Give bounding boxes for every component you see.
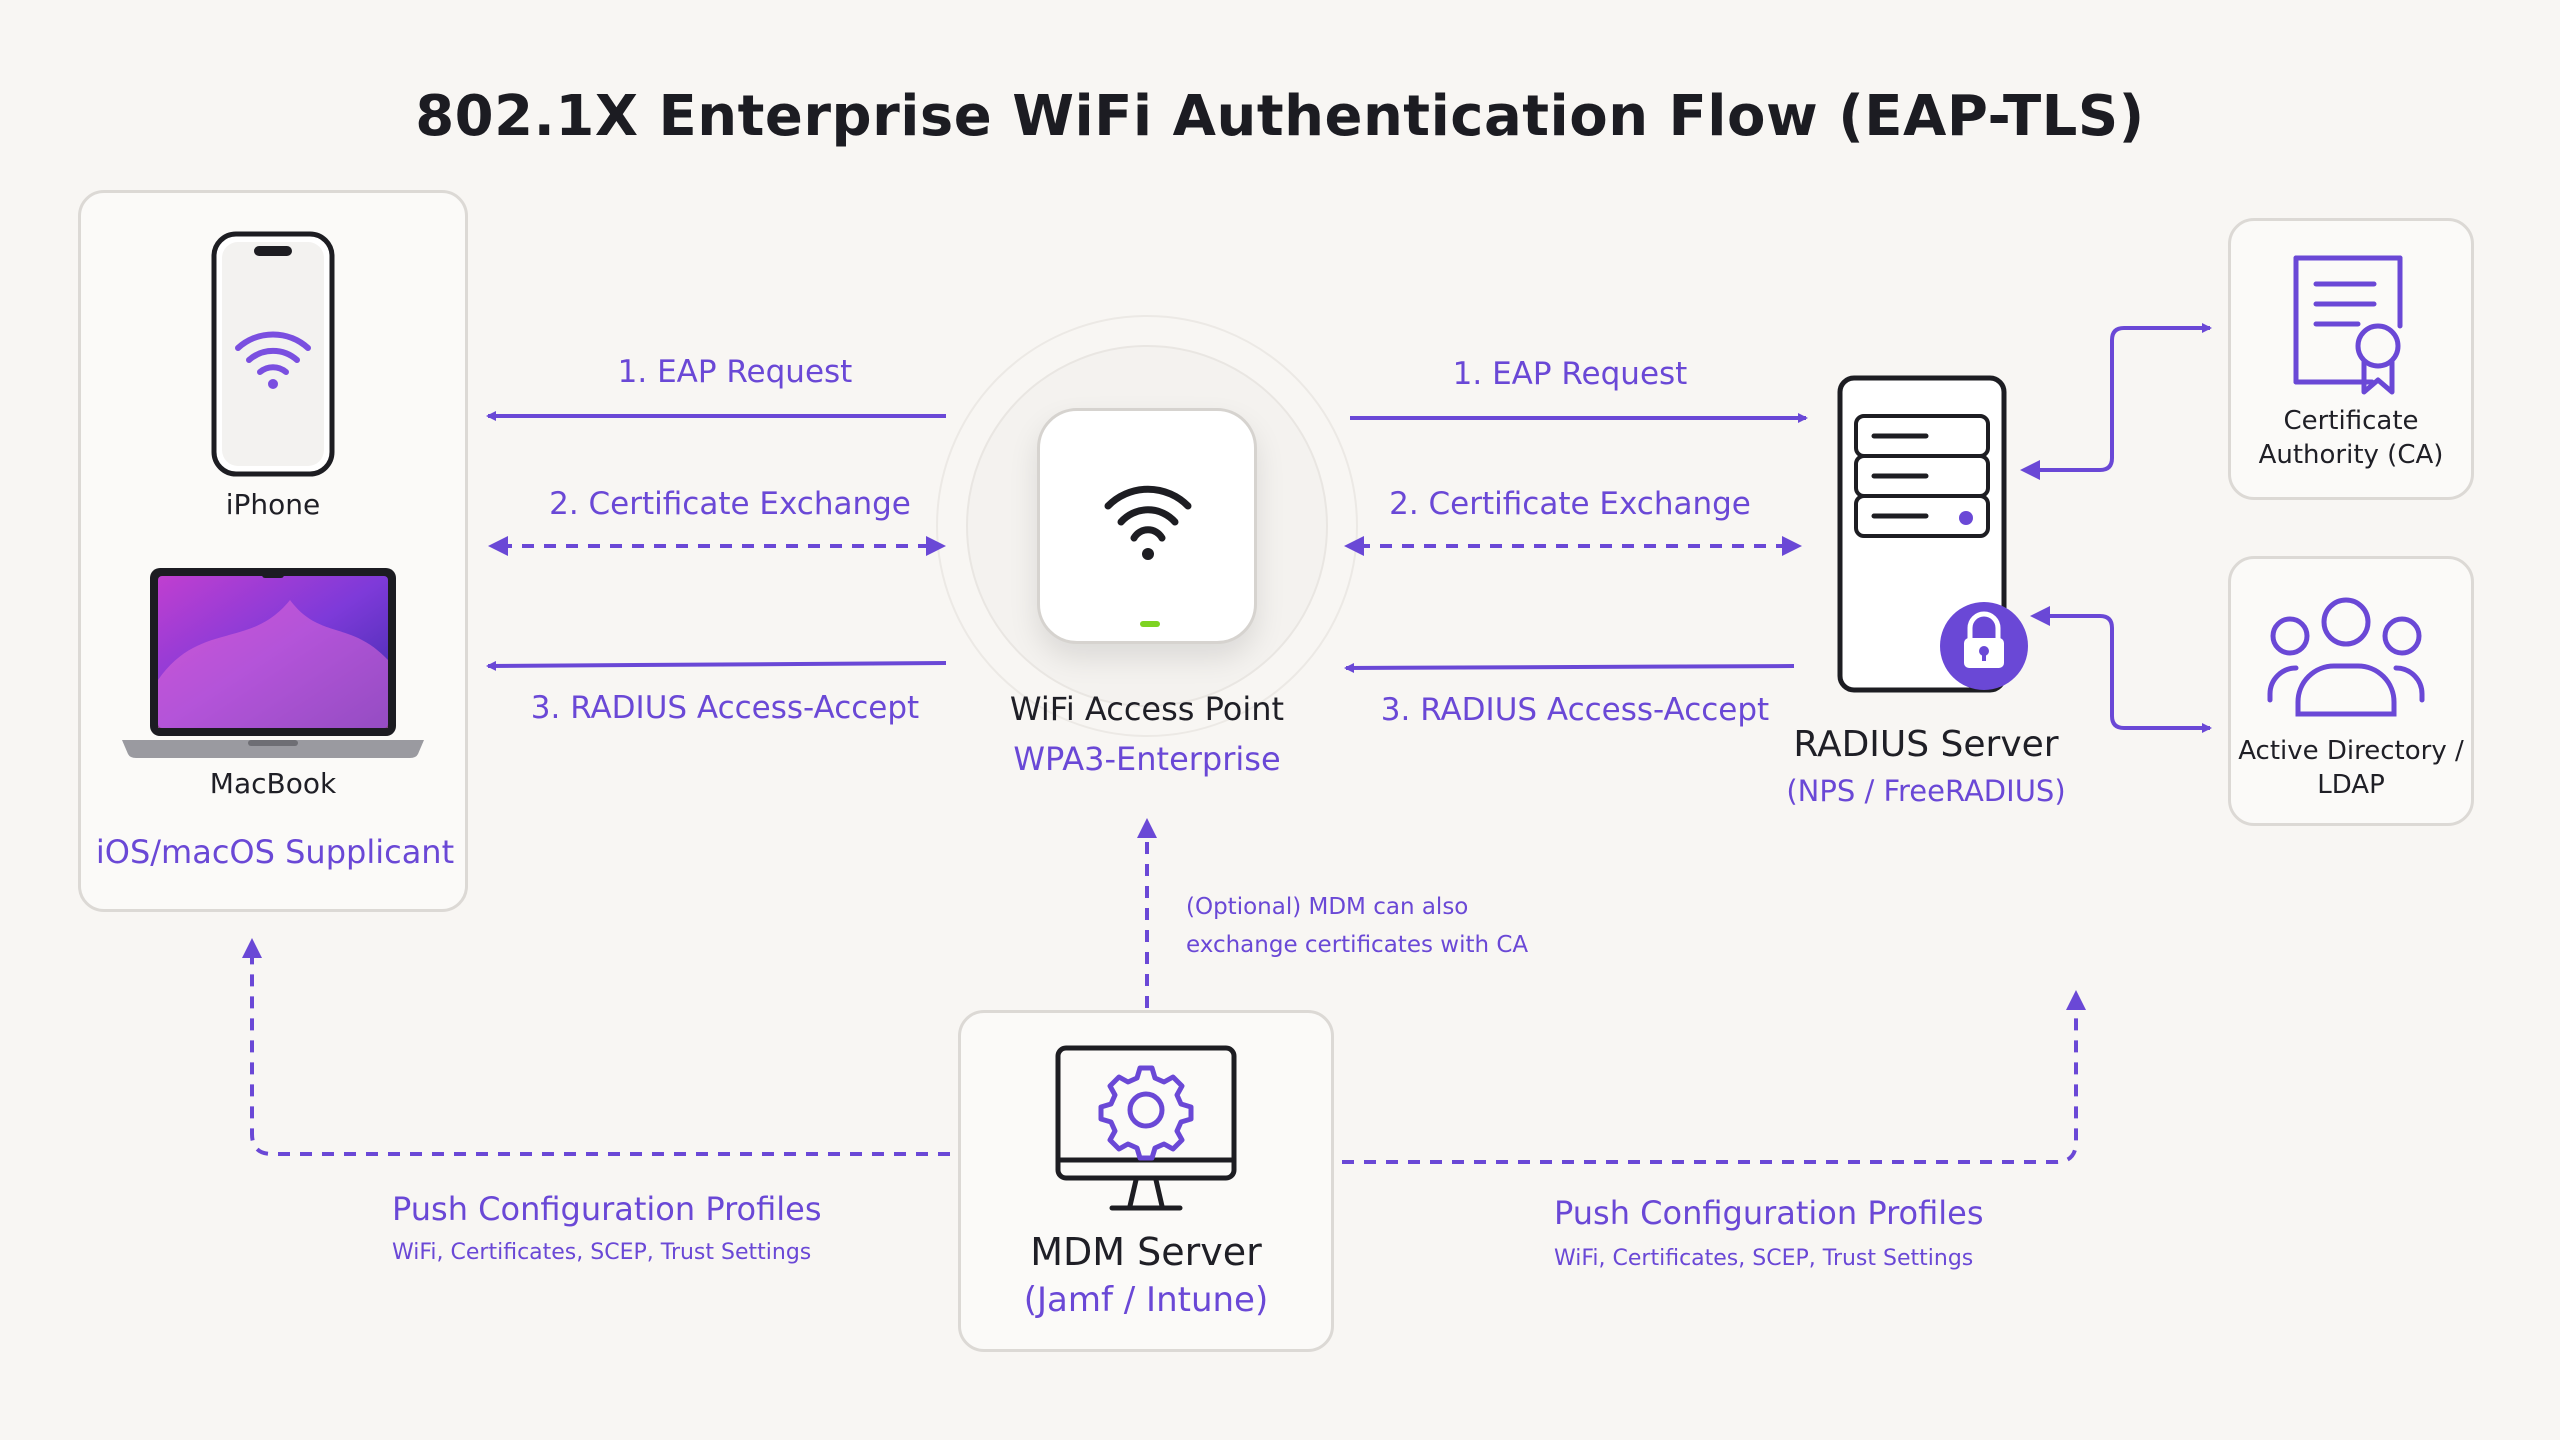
right-step3-label: 3. RADIUS Access-Accept	[1380, 692, 1770, 728]
laptop-icon	[122, 568, 424, 758]
flow-left-certificate-exchange	[488, 536, 946, 556]
flow-right-access-accept	[1344, 662, 1795, 673]
gear-icon	[1098, 1065, 1194, 1161]
access-point-subtitle: WPA3-Enterprise	[1013, 740, 1281, 778]
flow-mdm-optional	[1137, 818, 1157, 1008]
right-step1-label: 1. EAP Request	[1452, 356, 1688, 392]
certificate-icon	[2293, 255, 2403, 395]
mdm-server-subtitle: (Jamf / Intune)	[1023, 1280, 1269, 1320]
mdm-server-card	[958, 1010, 1334, 1352]
push-right-detail: WiFi, Certificates, SCEP, Trust Settings	[1554, 1246, 1974, 1271]
ad-label-line2: LDAP	[2317, 770, 2385, 800]
ad-label-line1: Active Directory /	[2238, 736, 2464, 766]
macbook-label: MacBook	[209, 767, 337, 800]
flow-left-access-accept	[486, 660, 947, 671]
mdm-note-line1: (Optional) MDM can also	[1186, 894, 1469, 920]
access-point-name: WiFi Access Point	[1009, 690, 1285, 728]
right-step2-label: 2. Certificate Exchange	[1389, 486, 1751, 522]
left-step1-label: 1. EAP Request	[617, 354, 853, 390]
access-point-wifi-icon	[1104, 485, 1192, 560]
flow-radius-ad	[2030, 606, 2212, 733]
flow-mdm-push-client	[250, 956, 950, 1156]
access-point-device	[1037, 408, 1257, 644]
smartphone-icon	[211, 231, 335, 477]
push-left-detail: WiFi, Certificates, SCEP, Trust Settings	[392, 1240, 812, 1265]
push-left-title: Push Configuration Profiles	[392, 1190, 822, 1228]
users-icon	[2267, 597, 2425, 717]
ca-label-line1: Certificate	[2283, 406, 2419, 436]
push-radius-arrowhead	[2066, 990, 2086, 1010]
wifi-icon	[235, 331, 311, 389]
left-step3-label: 3. RADIUS Access-Accept	[530, 690, 920, 726]
radius-server-name: RADIUS Server	[1793, 724, 2059, 765]
iphone-label: iPhone	[225, 488, 321, 521]
certificate-authority-card	[2228, 218, 2474, 500]
page-title: 802.1X Enterprise WiFi Authentication Fl…	[415, 84, 2145, 149]
supplicant-label: iOS/macOS Supplicant	[95, 833, 455, 871]
left-step2-label: 2. Certificate Exchange	[549, 486, 911, 522]
radius-server-subtitle: (NPS / FreeRADIUS)	[1786, 774, 2066, 808]
flow-right-certificate-exchange	[1344, 536, 1802, 556]
mdm-server-name: MDM Server	[1030, 1230, 1262, 1274]
ca-label-line2: Authority (CA)	[2258, 440, 2444, 470]
flow-mdm-push-radius	[1342, 1008, 2078, 1164]
lock-icon	[1940, 602, 2028, 690]
flow-radius-ca	[2020, 323, 2212, 480]
mdm-note-line2: exchange certificates with CA	[1186, 932, 1529, 958]
push-right-title: Push Configuration Profiles	[1554, 1194, 1984, 1232]
push-client-arrowhead	[242, 938, 262, 958]
status-led	[1140, 621, 1160, 627]
